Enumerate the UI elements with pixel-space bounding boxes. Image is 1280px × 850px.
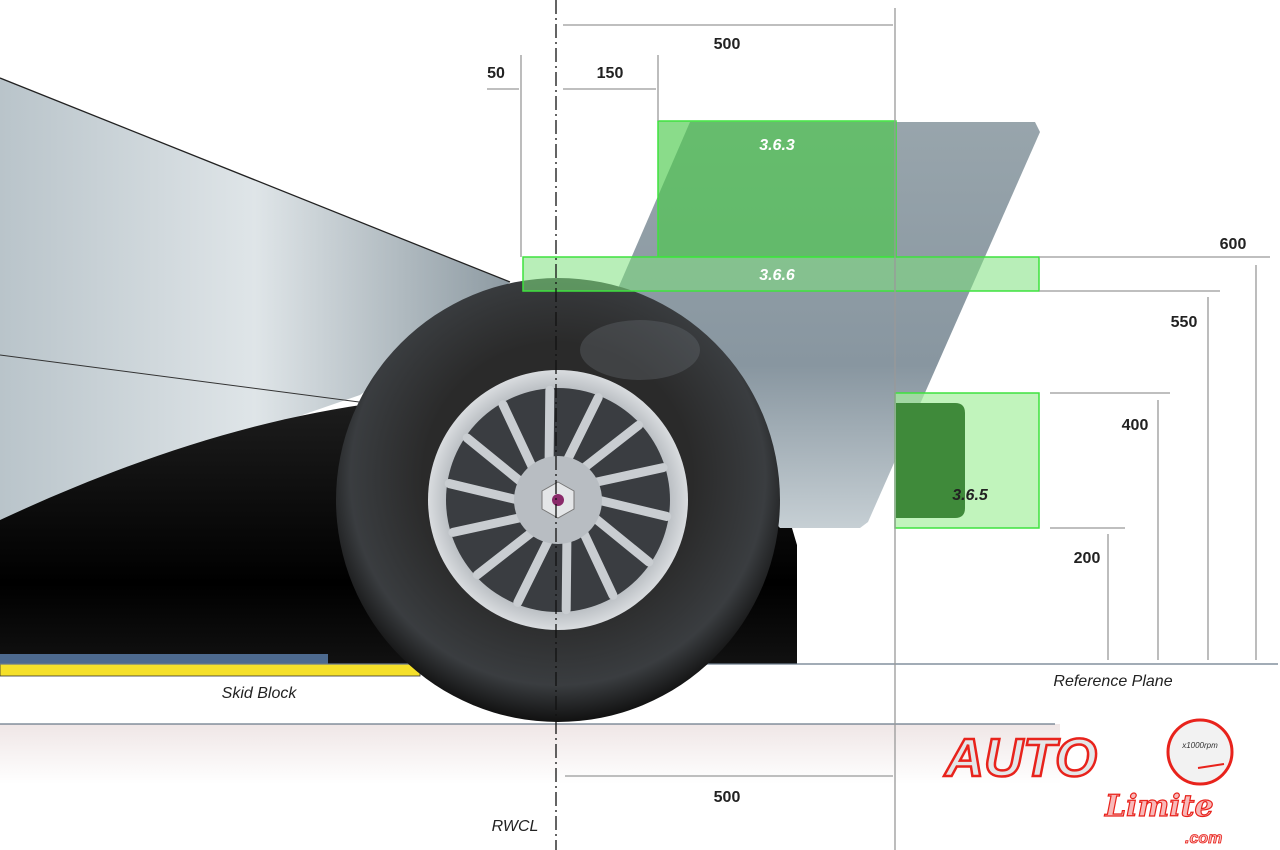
- dim-height-200: 200: [1074, 550, 1101, 567]
- dimension-lines: [487, 8, 1270, 850]
- dim-height-400: 400: [1122, 417, 1149, 434]
- axle-center: [552, 494, 564, 506]
- spoke: [544, 385, 555, 466]
- dim-top-50: 50: [487, 65, 505, 82]
- engine-cover: [0, 78, 510, 520]
- body-line: [0, 354, 421, 411]
- spoke: [578, 420, 644, 474]
- zone-label-3-6-5: 3.6.5: [952, 487, 989, 504]
- rwcl-label: RWCL: [492, 818, 539, 835]
- skid-block-label: Skid Block: [222, 685, 298, 702]
- rear-wheel: [336, 278, 780, 722]
- zone-3-6-6: [522, 256, 1040, 292]
- zone-3-6-3: [657, 120, 897, 258]
- spoke: [593, 495, 672, 521]
- spoke: [513, 534, 554, 607]
- zone-label-3-6-3: 3.6.3: [759, 137, 795, 154]
- spoke: [498, 400, 538, 474]
- skid-block: [0, 663, 421, 677]
- dim-height-600: 600: [1220, 236, 1247, 253]
- spoke: [589, 512, 654, 567]
- spoke: [562, 393, 603, 466]
- plank: [0, 654, 328, 664]
- autolimite-logo: AUTO x1000rpm Limite .com: [942, 718, 1234, 847]
- spokes: [444, 385, 672, 615]
- spoke: [448, 512, 527, 537]
- dim-bottom-500: 500: [714, 789, 741, 806]
- dim-top-500: 500: [714, 36, 741, 53]
- logo-tachometer: [1166, 718, 1234, 786]
- engine-cover-edge: [0, 77, 511, 283]
- logo-gauge-unit: x1000rpm: [1181, 741, 1218, 750]
- reference-plane-label: Reference Plane: [1053, 673, 1172, 690]
- logo-needle: [1197, 763, 1225, 769]
- spoke: [578, 526, 618, 600]
- dim-height-550: 550: [1171, 314, 1198, 331]
- spoke: [462, 433, 527, 488]
- logo-auto: AUTO: [943, 728, 1097, 788]
- ground-shadow: [0, 724, 1060, 784]
- spoke: [444, 479, 523, 505]
- zone-label-3-6-6: 3.6.6: [759, 267, 795, 284]
- logo-limite: Limite: [1104, 789, 1214, 824]
- spoke: [472, 526, 538, 580]
- spoke: [561, 534, 572, 615]
- logo-domain: .com: [1185, 830, 1222, 847]
- tyre-highlight: [580, 320, 700, 380]
- spoke: [589, 463, 668, 488]
- dim-top-150: 150: [597, 65, 624, 82]
- wing-element-3-6-5: [896, 403, 965, 518]
